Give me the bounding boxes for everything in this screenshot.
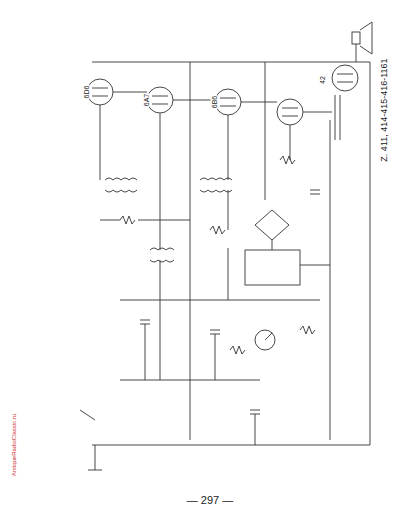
page-number: — 297 — (186, 495, 234, 506)
tube-label: 6B6 (211, 95, 218, 109)
tube-label: 42 (319, 75, 326, 85)
tube-label: 6A7 (143, 93, 150, 107)
watermark: AntiqueRadioClassic.ru (11, 413, 17, 477)
tube-label: 6D6 (83, 85, 90, 100)
schematic-title: Z. 411, 414-415-416-1161 (380, 57, 389, 162)
